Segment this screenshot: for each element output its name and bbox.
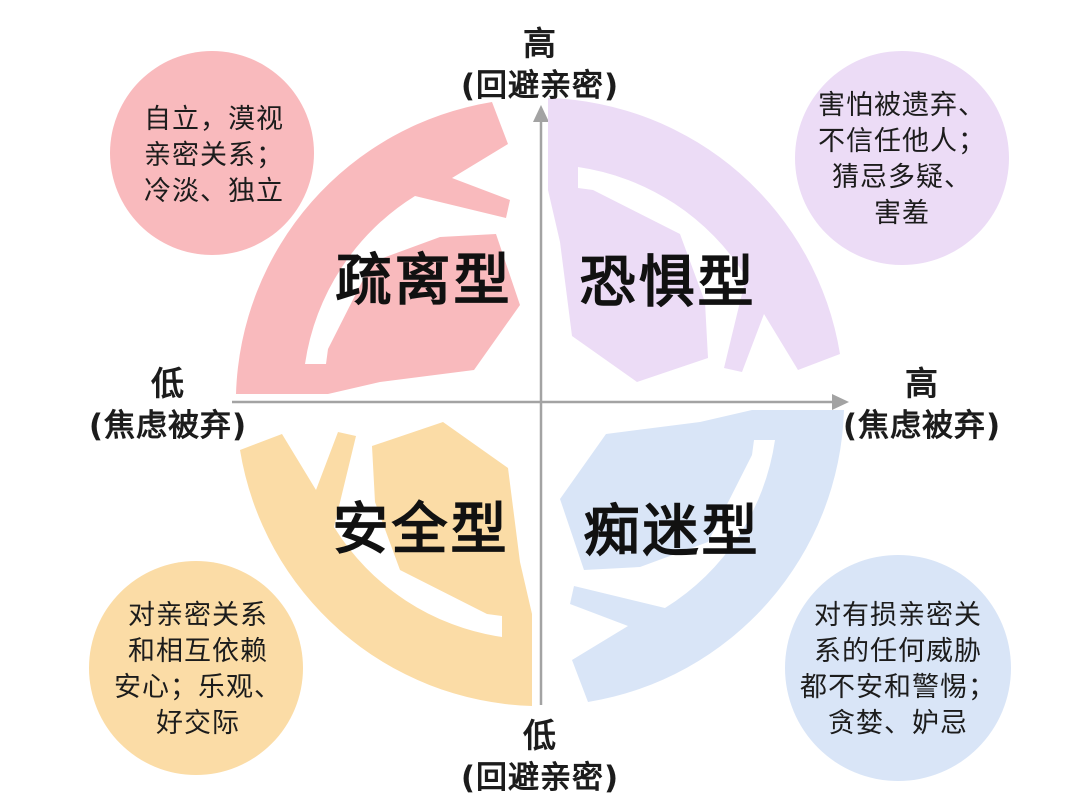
axis-level-top: 高 <box>523 23 557 63</box>
bubble-line: 都不安和警惕； <box>800 672 996 703</box>
bubble-line: 猜忌多疑、 <box>832 162 972 193</box>
axis-level-left: 低 <box>151 363 185 403</box>
up-arrowhead-icon <box>533 105 549 122</box>
bubble-text-dismissive: 自立，漠视 亲密关系； 冷淡、独立 <box>144 102 284 210</box>
axis-label-top: 高 (回避亲密) <box>461 22 619 106</box>
bubble-line: 害怕被遗弃、 <box>818 90 986 122</box>
bubble-line: 亲密关系； <box>144 140 284 172</box>
axis-dimension-bottom: (回避亲密) <box>460 759 620 796</box>
axis-level-right: 高 <box>905 363 939 403</box>
bubble-line: 贪婪、妒忌 <box>828 707 968 739</box>
bubble-line: 冷淡、独立 <box>144 175 284 207</box>
bubble-line: 害羞 <box>874 197 930 229</box>
bubble-line: 系的任何威胁 <box>814 636 982 668</box>
bubble-text-secure: 对亲密关系 和相互依赖 安心；乐观、 好交际 <box>114 598 282 742</box>
bubble-fearful <box>795 51 1009 265</box>
quadrant-label-secure: 安全型 <box>332 497 510 563</box>
bubble-line: 对亲密关系 <box>128 600 268 632</box>
bubble-secure <box>89 561 303 775</box>
bubble-line: 和相互依赖 <box>128 636 268 668</box>
quadrant-label-dismissive: 疏离型 <box>335 248 513 314</box>
quadrant-label-fearful: 恐惧型 <box>579 250 757 316</box>
bubble-line: 不信任他人； <box>818 126 986 158</box>
bubble-dismissive <box>110 51 314 255</box>
axis-dimension-left: (焦虑被弃) <box>88 407 248 444</box>
bubble-text-fearful: 害怕被遗弃、 不信任他人； 猜忌多疑、 害羞 <box>818 88 986 232</box>
bubble-line: 安心；乐观、 <box>114 672 282 703</box>
quadrant-label-preoccupied: 痴迷型 <box>583 499 761 565</box>
bubble-preoccupied <box>785 555 1011 781</box>
axis-label-right: 高 (焦虑被弃) <box>843 362 1001 446</box>
right-arrowhead-icon <box>832 394 849 410</box>
bubble-text-preoccupied: 对有损亲密关 系的任何威胁 都不安和警惕； 贪婪、妒忌 <box>800 598 996 742</box>
axis-dimension-top: (回避亲密) <box>460 67 620 104</box>
bubble-line: 对有损亲密关 <box>814 600 982 632</box>
axis-dimension-right: (焦虑被弃) <box>842 407 1002 444</box>
bubble-line: 自立，漠视 <box>144 104 284 136</box>
bubble-line: 好交际 <box>156 707 240 739</box>
axis-label-bottom: 低 (回避亲密) <box>461 714 619 798</box>
axis-label-left: 低 (焦虑被弃) <box>89 362 247 446</box>
axis-level-bottom: 低 <box>523 715 557 755</box>
